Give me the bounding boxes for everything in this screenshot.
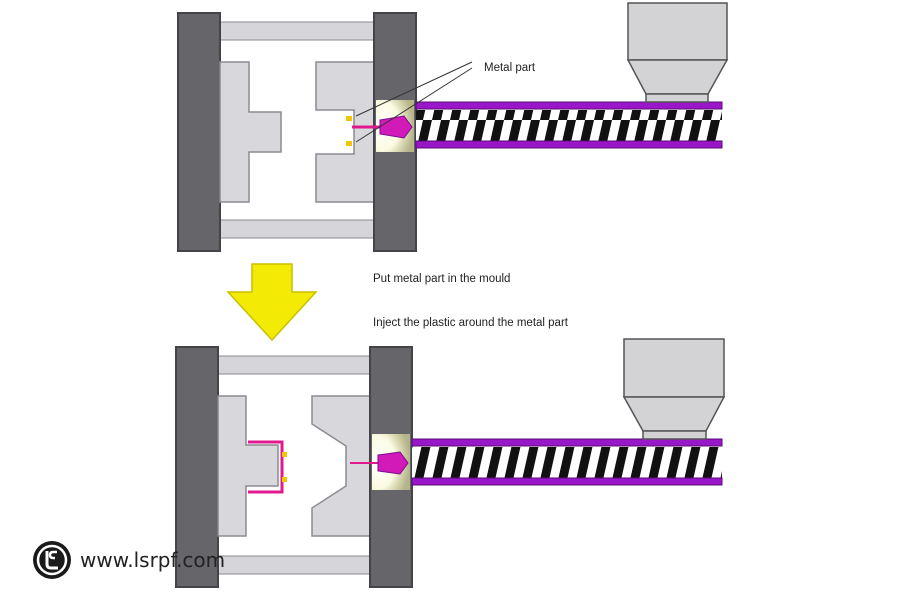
website-url: www.lsrpf.com [80,548,226,572]
metal-pin [282,477,287,482]
tie-bar-bottom [215,555,375,575]
barrel-top-wall [411,438,723,447]
machine-stage-2 [175,338,726,588]
process-arrow-down [226,263,318,342]
watermark: www.lsrpf.com [32,540,225,580]
cavity-mould-half [315,61,377,203]
tie-bar-top [215,355,375,375]
screw [412,447,722,478]
lsrpf-logo-icon [33,541,71,579]
nozzle-tip [377,451,409,475]
tie-bar-bottom [217,219,377,239]
barrel-bottom-wall [411,477,723,486]
tie-bar-top [217,21,377,41]
metal-pin [282,452,287,457]
moving-platen [177,12,221,252]
barrel-top-wall [415,101,723,110]
core-mould-half [219,61,282,203]
label-leader-line [355,61,473,117]
hopper [622,338,726,440]
core-mould-half [217,395,279,537]
barrel-bottom-wall [415,140,723,149]
metal-pin [346,141,352,146]
cavity-mould-half [311,395,373,537]
machine-stage-1 [177,2,729,252]
metal-pin [346,116,352,121]
screw [416,110,722,141]
label-leader-line [355,67,473,143]
step-2-caption: Inject the plastic around the metal part [373,317,568,329]
moulded-plastic-part [248,440,284,494]
metal-part-label: Metal part [484,62,536,74]
step-1-caption: Put metal part in the mould [373,273,511,285]
hopper [626,2,729,103]
